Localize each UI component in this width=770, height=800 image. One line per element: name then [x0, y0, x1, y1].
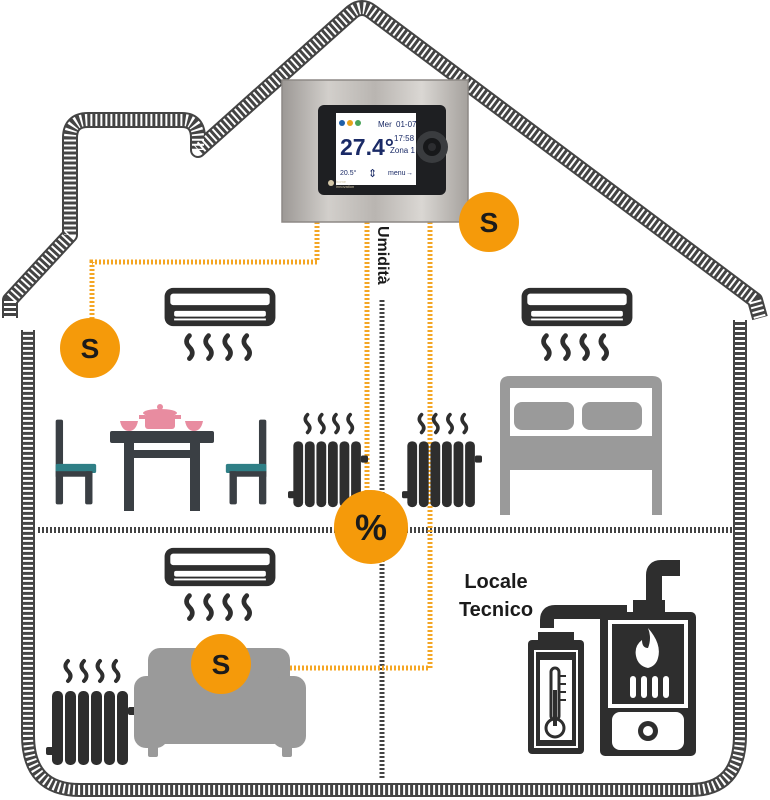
svg-text:S: S [212, 649, 231, 680]
air-conditioner-icon [165, 548, 276, 619]
sensor-icon[interactable]: S [191, 634, 251, 694]
pot-icon [139, 404, 181, 429]
boiler-icon [600, 560, 696, 756]
brand-line2: innovation [336, 184, 354, 189]
air-conditioner-icon [165, 288, 276, 359]
updown-icon[interactable]: ⇕ [368, 168, 377, 180]
radiator-icon [46, 661, 136, 765]
humidity-label: Umidità [374, 226, 391, 285]
svg-text:S: S [480, 207, 499, 238]
thermostat-day: Mer [378, 120, 392, 129]
thermostat-temperature: 27.4° [340, 134, 394, 160]
sensor-icon[interactable]: S [459, 192, 519, 252]
svg-text:S: S [81, 333, 100, 364]
thermostat-date: 01-07 [396, 120, 417, 129]
thermostat-zone: Zona 1 [390, 146, 415, 155]
chair-icon [225, 419, 267, 505]
flame-icon [635, 628, 659, 668]
brand-line1: home [336, 179, 347, 184]
air-conditioner-icon [522, 288, 633, 359]
water-heater-icon [528, 605, 627, 754]
technical-room-label-line1: Locale [464, 571, 527, 593]
dining-table-icon [110, 404, 214, 511]
humidity-sensor-icon[interactable]: % [334, 490, 408, 564]
thermostat-panel[interactable]: Mer 01-07 27.4° 17:58 Zona 1 20.5° ⇕ men… [281, 79, 469, 223]
thermostat-setpoint: 20.5° [340, 169, 357, 177]
sensor-wires [89, 222, 433, 671]
sensor-icon[interactable]: S [60, 318, 120, 378]
floor-divider [38, 300, 732, 778]
thermostat-menu[interactable]: menu [388, 170, 406, 177]
svg-text:%: % [355, 507, 387, 548]
technical-room-label-line2: Tecnico [459, 599, 533, 621]
chair-icon [55, 419, 97, 505]
radiator-icon [402, 415, 482, 507]
bed-icon [500, 376, 662, 515]
thermostat-time: 17:58 [394, 134, 415, 143]
arrow-right-icon: → [406, 170, 413, 177]
